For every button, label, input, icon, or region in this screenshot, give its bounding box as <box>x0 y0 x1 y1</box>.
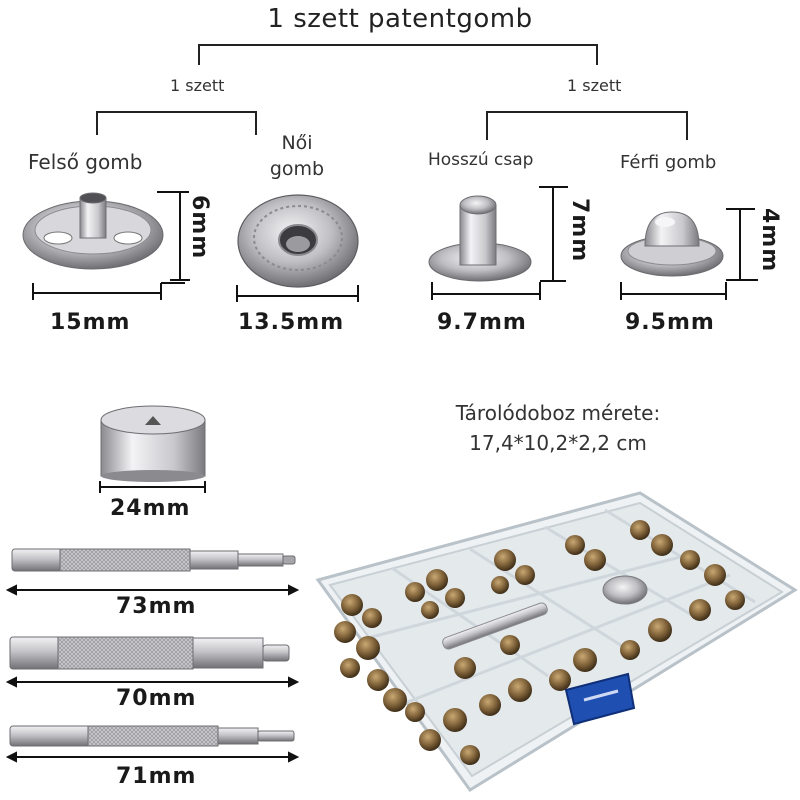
punch-1-image <box>11 548 296 572</box>
female-button-label: Női gomb <box>262 130 332 182</box>
male-button-image <box>620 211 724 277</box>
punch-2-image <box>9 636 290 670</box>
dimension-lines <box>32 186 758 302</box>
box-latch <box>564 672 636 726</box>
set-label-right: 1 szett <box>567 76 622 95</box>
male-button-width: 9.5mm <box>625 310 715 335</box>
punch-3-length: 71mm <box>116 764 197 789</box>
storage-box-caption-line2: 17,4*10,2*2,2 cm <box>469 431 647 455</box>
upper-button-height: 6mm <box>187 195 212 260</box>
female-button-image <box>237 194 359 288</box>
punch-1-dimension <box>5 584 300 596</box>
long-post-height: 7mm <box>567 198 592 263</box>
female-button-label-line1: Női <box>281 132 313 154</box>
storage-box-caption-line1: Tárolódoboz mérete: <box>455 401 661 425</box>
punch-2-length: 70mm <box>116 686 197 711</box>
anvil-image <box>100 405 206 482</box>
female-button-label-line2: gomb <box>269 158 325 180</box>
long-post-label: Hosszú csap <box>428 150 534 170</box>
group-bracket <box>96 44 688 140</box>
punch-3-image <box>9 725 295 747</box>
storage-box-image <box>315 491 798 793</box>
male-button-height: 4mm <box>757 208 782 273</box>
punch-1-length: 73mm <box>116 594 197 619</box>
punch-2-dimension <box>5 676 300 688</box>
long-post-width: 9.7mm <box>437 310 527 335</box>
male-button-label: Férfi gomb <box>620 152 717 173</box>
female-button-width: 13.5mm <box>238 310 345 335</box>
page-title: 1 szett patentgomb <box>267 4 533 34</box>
anvil-width: 24mm <box>110 496 191 521</box>
punch-3-dimension <box>5 751 300 763</box>
snap-buttons-pile <box>334 520 745 765</box>
long-post-image <box>428 195 532 282</box>
storage-box-caption: Tárolódoboz mérete: 17,4*10,2*2,2 cm <box>400 398 716 458</box>
upper-button-image <box>22 192 164 270</box>
upper-button-width: 15mm <box>50 310 131 335</box>
anvil-dimension <box>99 481 206 493</box>
upper-button-label: Felső gomb <box>28 150 143 174</box>
set-label-left: 1 szett <box>170 76 225 95</box>
